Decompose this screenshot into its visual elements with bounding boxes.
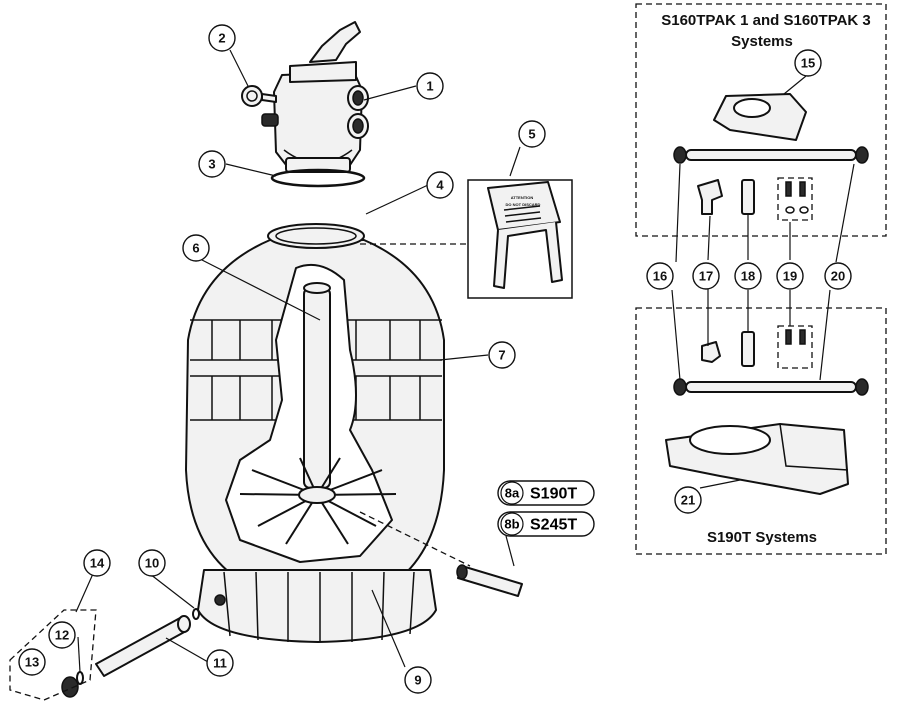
svg-text:12: 12 xyxy=(55,628,69,643)
callout-16: 16 xyxy=(646,262,674,290)
svg-text:9: 9 xyxy=(414,673,421,688)
callout-1: 1 xyxy=(416,72,444,100)
svg-text:6: 6 xyxy=(192,241,199,256)
callout-21: 21 xyxy=(674,486,702,514)
warning-label-stand: ATTENTION DO NOT DISCARD xyxy=(360,179,573,299)
svg-text:4: 4 xyxy=(436,178,444,193)
variant-8a-number: 8a xyxy=(505,486,520,501)
svg-text:15: 15 xyxy=(801,56,815,71)
svg-text:17: 17 xyxy=(699,269,713,284)
svg-text:18: 18 xyxy=(741,269,755,284)
svg-text:10: 10 xyxy=(145,556,159,571)
variant-8a-label: S190T xyxy=(530,486,577,503)
tpak-panel-title-line2: Systems xyxy=(731,33,793,50)
callout-13: 13 xyxy=(18,648,46,676)
callout-18: 18 xyxy=(734,262,762,290)
callout-14: 14 xyxy=(83,549,111,577)
svg-text:3: 3 xyxy=(208,157,215,172)
variant-8b: 8b S245T xyxy=(497,511,595,537)
tpak-panel-title-line1: S160TPAK 1 and S160TPAK 3 xyxy=(661,12,871,29)
svg-text:19: 19 xyxy=(783,269,797,284)
svg-text:16: 16 xyxy=(653,269,667,284)
svg-text:2: 2 xyxy=(218,31,225,46)
warning-label-line2: DO NOT DISCARD xyxy=(506,202,541,207)
callout-10: 10 xyxy=(138,549,166,577)
variant-8b-label: S245T xyxy=(530,517,577,534)
tpak-panel: S160TPAK 1 and S160TPAK 3 Systems xyxy=(635,3,887,237)
svg-text:7: 7 xyxy=(498,348,505,363)
svg-text:20: 20 xyxy=(831,269,845,284)
callout-17: 17 xyxy=(692,262,720,290)
svg-text:11: 11 xyxy=(213,656,227,671)
multiport-valve xyxy=(261,21,369,173)
svg-text:5: 5 xyxy=(528,127,535,142)
callout-12: 12 xyxy=(48,621,76,649)
callout-9: 9 xyxy=(404,666,432,694)
svg-text:21: 21 xyxy=(681,493,695,508)
lateral-part xyxy=(359,511,523,597)
callout-4: 4 xyxy=(426,171,454,199)
drain-pipe xyxy=(95,615,191,677)
callout-7: 7 xyxy=(488,341,516,369)
warning-label-line1: ATTENTION xyxy=(511,195,534,200)
drain-o-ring xyxy=(192,608,200,620)
s190t-panel-title: S190T Systems xyxy=(707,529,817,546)
callout-2: 2 xyxy=(208,24,236,52)
variant-8a: 8a S190T xyxy=(497,480,595,506)
callout-19: 19 xyxy=(776,262,804,290)
panel-connectors xyxy=(671,163,855,381)
callout-5: 5 xyxy=(518,120,546,148)
callout-3: 3 xyxy=(198,150,226,178)
svg-text:14: 14 xyxy=(90,556,105,571)
filter-tank xyxy=(185,223,445,643)
svg-text:1: 1 xyxy=(426,79,433,94)
pressure-gauge xyxy=(241,85,277,107)
callout-11: 11 xyxy=(206,649,234,677)
callout-6: 6 xyxy=(182,234,210,262)
leader-lines xyxy=(75,49,807,673)
svg-text:13: 13 xyxy=(25,655,39,670)
callout-15: 15 xyxy=(794,49,822,77)
callout-20: 20 xyxy=(824,262,852,290)
valve-o-ring xyxy=(270,168,366,188)
s190t-panel: S190T Systems xyxy=(635,307,887,555)
variant-8b-number: 8b xyxy=(504,517,519,532)
